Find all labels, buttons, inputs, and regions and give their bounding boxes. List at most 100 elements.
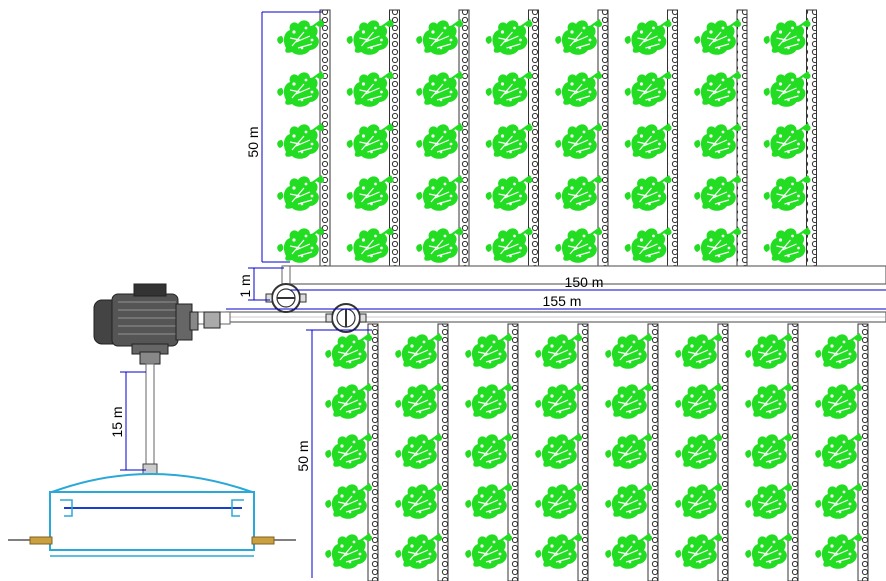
lower-field-length-label: 50 m: [295, 440, 311, 471]
plant-icon: [415, 174, 465, 212]
plant-icon: [345, 226, 395, 264]
plant-icon: [276, 70, 326, 108]
plant-icon: [534, 382, 584, 420]
plant-icon: [464, 532, 514, 570]
plant-icon: [345, 122, 395, 160]
plant-icon: [276, 226, 326, 264]
plant-icon: [484, 226, 534, 264]
plant-icon: [484, 70, 534, 108]
pipe-gap-label: 1 m: [237, 274, 253, 297]
plant-icon: [554, 174, 604, 212]
plant-icon: [604, 482, 654, 520]
plant-icon: [762, 226, 812, 264]
plant-icon: [464, 382, 514, 420]
plant-icon: [345, 70, 395, 108]
dripline-strip: [577, 323, 589, 581]
plant-icon: [324, 432, 374, 470]
plant-icon: [693, 18, 743, 56]
plant-icon: [744, 382, 794, 420]
plant-icon: [623, 122, 673, 160]
dripline-strip: [437, 323, 449, 581]
dripline-strip: [787, 323, 799, 581]
plant-icon: [324, 482, 374, 520]
dripline-strip: [857, 323, 869, 581]
plant-icon: [623, 18, 673, 56]
plant-icon: [674, 382, 724, 420]
plant-icon: [814, 432, 864, 470]
plant-icon: [674, 482, 724, 520]
plant-icon: [394, 532, 444, 570]
lower-valve-icon: [325, 303, 367, 333]
ground-icon: [8, 536, 296, 545]
plant-icon: [693, 70, 743, 108]
plant-icon: [394, 432, 444, 470]
dripline-strip: [507, 323, 519, 581]
plant-icon: [554, 226, 604, 264]
plant-icon: [814, 332, 864, 370]
plant-icon: [623, 174, 673, 212]
plant-icon: [762, 122, 812, 160]
plant-icon: [394, 382, 444, 420]
plant-icon: [534, 532, 584, 570]
plant-icon: [762, 18, 812, 56]
plant-icon: [604, 332, 654, 370]
plant-icon: [464, 482, 514, 520]
plant-icon: [394, 332, 444, 370]
plant-icon: [814, 382, 864, 420]
dripline-strip: [717, 323, 729, 581]
plant-icon: [604, 432, 654, 470]
dripline-strip: [647, 323, 659, 581]
plant-icon: [324, 532, 374, 570]
plant-icon: [464, 432, 514, 470]
lower-field: [324, 323, 869, 581]
tank-icon: [49, 473, 255, 557]
plant-icon: [744, 332, 794, 370]
dimension-lines: [120, 11, 886, 578]
plant-icon: [484, 18, 534, 56]
plant-icon: [674, 532, 724, 570]
plant-icon: [345, 174, 395, 212]
plant-icon: [394, 482, 444, 520]
plant-icon: [345, 18, 395, 56]
plant-icon: [484, 122, 534, 160]
plant-icon: [534, 332, 584, 370]
plant-icon: [276, 174, 326, 212]
plant-icon: [814, 532, 864, 570]
plant-icon: [554, 122, 604, 160]
motor-pump-icon: [93, 283, 221, 365]
plant-icon: [604, 532, 654, 570]
plant-icon: [324, 382, 374, 420]
plant-icon: [276, 18, 326, 56]
plant-icon: [554, 18, 604, 56]
plant-icon: [674, 432, 724, 470]
upper-field-length-label: 50 m: [245, 126, 261, 157]
upper-valve-icon: [265, 283, 307, 313]
plant-icon: [415, 226, 465, 264]
plant-icon: [484, 174, 534, 212]
plant-icon: [554, 70, 604, 108]
plant-icon: [534, 482, 584, 520]
plant-icon: [464, 332, 514, 370]
upper-field: [276, 9, 817, 267]
plant-icon: [415, 18, 465, 56]
suction-depth-label: 15 m: [109, 406, 125, 437]
plant-icon: [814, 482, 864, 520]
upper-pipe-length-label: 150 m: [565, 274, 604, 290]
plant-icon: [693, 226, 743, 264]
lower-pipe-length-label: 155 m: [543, 293, 582, 309]
dripline-strip: [367, 323, 379, 581]
plant-icon: [324, 332, 374, 370]
plant-icon: [415, 122, 465, 160]
plant-icon: [415, 70, 465, 108]
plant-icon: [623, 70, 673, 108]
plant-icon: [276, 122, 326, 160]
plant-icon: [674, 332, 724, 370]
plant-icon: [693, 122, 743, 160]
plant-icon: [534, 432, 584, 470]
plant-icon: [693, 174, 743, 212]
plant-icon: [762, 70, 812, 108]
plant-icon: [604, 382, 654, 420]
plant-icon: [762, 174, 812, 212]
plant-icon: [623, 226, 673, 264]
